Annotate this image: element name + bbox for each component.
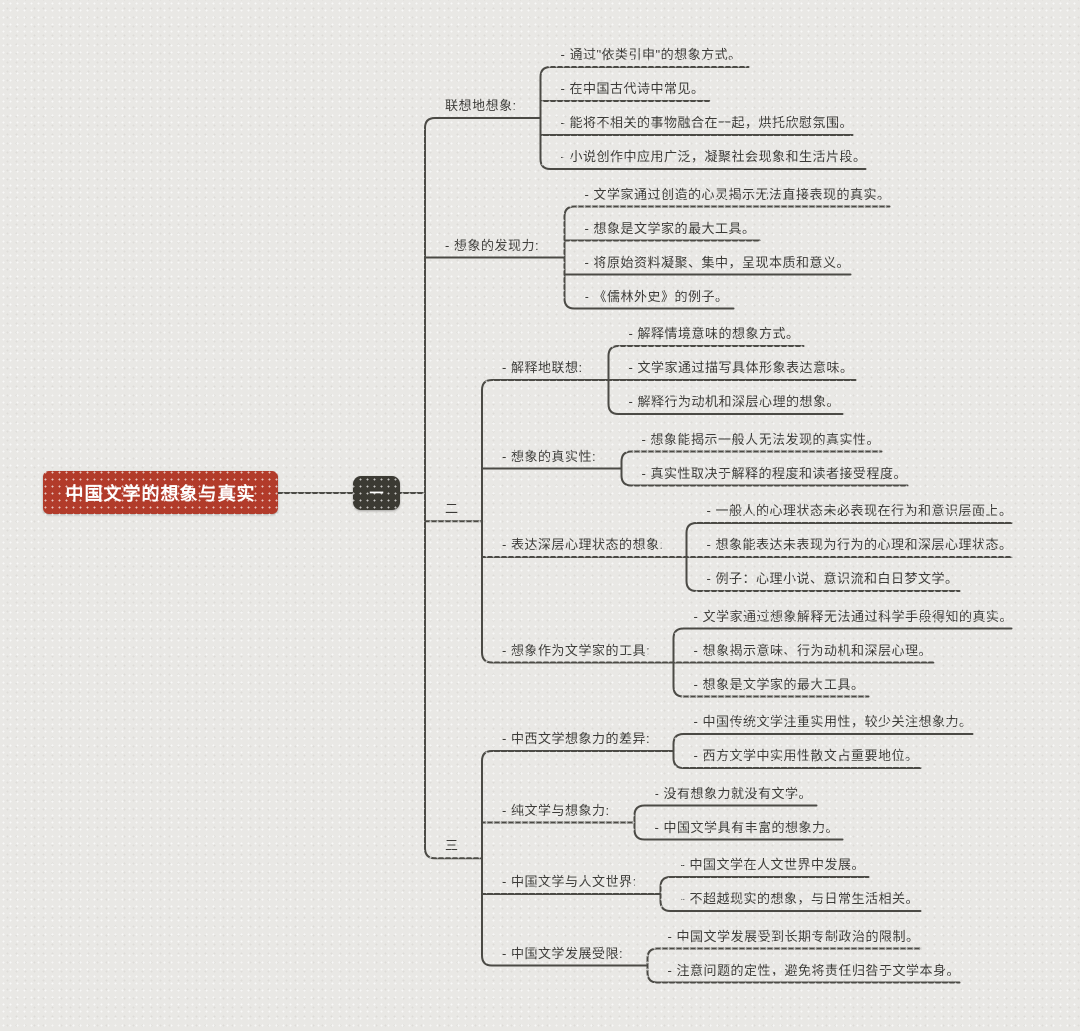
leaf-label[interactable]: - 想象能表达未表现为行为的心理和深层心理状态。 xyxy=(706,537,1013,552)
leaf-label[interactable]: - 中国文学在人文世界中发展。 xyxy=(680,857,865,872)
section-box-one[interactable]: 一 xyxy=(353,476,400,510)
branch-label[interactable]: - 想象的真实性: xyxy=(502,448,597,464)
leaf-label[interactable]: - 将原始资料凝聚、集中，呈现本质和意义。 xyxy=(584,254,850,270)
leaf-label[interactable]: - 文学家通过创造的心灵揭示无法直接表现的真实。 xyxy=(584,186,891,202)
leaf-label[interactable]: - 《儒林外史》的例子。 xyxy=(584,288,729,304)
leaf-label[interactable]: - 中国文学发展受到长期专制政治的限制。 xyxy=(667,928,920,944)
leaf-label[interactable]: - 能将不相关的事物融合在一起，烘托欣慰氛围。 xyxy=(560,115,853,130)
leaf-label[interactable]: - 例子：心理小说、意识流和白日梦文学。 xyxy=(706,571,959,586)
branch-label[interactable]: - 中西文学想象力的差异: xyxy=(502,731,651,746)
leaf-label[interactable]: - 中国文学具有丰富的想象力。 xyxy=(654,819,839,835)
leaf-label[interactable]: - 想象是文学家的最大工具。 xyxy=(584,220,756,236)
leaf-label[interactable]: - 通过"依类引申"的想象方式。 xyxy=(560,47,742,62)
section-label[interactable]: 二 xyxy=(445,501,459,517)
leaf-label[interactable]: - 注意问题的定性，避免将责任归咎于文学本身。 xyxy=(667,962,960,978)
leaf-label[interactable]: - 想象揭示意味、行为动机和深层心理。 xyxy=(693,642,932,658)
leaf-label[interactable]: - 文学家通过想象解释无法通过科学手段得知的真实。 xyxy=(693,608,1013,624)
leaf-label[interactable]: - 不超越现实的想象，与日常生活相关。 xyxy=(680,891,919,906)
leaf-label[interactable]: - 解释情境意味的想象方式。 xyxy=(628,326,800,341)
leaf-label[interactable]: - 想象能揭示一般人无法发现的真实性。 xyxy=(641,431,880,447)
leaf-label[interactable]: - 真实性取决于解释的程度和读者接受程度。 xyxy=(641,465,907,481)
branch-label[interactable]: - 中国文学与人文世界: xyxy=(502,874,637,889)
leaf-label[interactable]: - 解释行为动机和深层心理的想象。 xyxy=(628,394,840,409)
leaf-label[interactable]: - 想象是文学家的最大工具。 xyxy=(693,676,865,692)
leaf-label[interactable]: - 在中国古代诗中常见。 xyxy=(560,81,705,96)
branch-label[interactable]: - 纯文学与想象力: xyxy=(502,802,610,818)
leaf-label[interactable]: - 中国传统文学注重实用性，较少关注想象力。 xyxy=(693,714,973,729)
connector-path xyxy=(277,66,1013,984)
section-label[interactable]: 三 xyxy=(445,838,459,854)
branch-label[interactable]: - 中国文学发展受限: xyxy=(502,945,624,961)
section-label[interactable]: - 想象的发现力: xyxy=(445,237,540,253)
branch-label[interactable]: - 表达深层心理状态的想象: xyxy=(502,537,664,552)
branch-label[interactable]: - 想象作为文学家的工具: xyxy=(502,642,651,658)
branch-label[interactable]: - 解释地联想: xyxy=(502,360,583,375)
leaf-label[interactable]: - 西方文学中实用性散文占重要地位。 xyxy=(693,748,919,763)
leaf-label[interactable]: - 一般人的心理状态未必表现在行为和意识层面上。 xyxy=(706,503,1013,518)
leaf-label[interactable]: - 文学家通过描写具体形象表达意味。 xyxy=(628,360,854,375)
section-label[interactable]: 联想地想象: xyxy=(445,98,517,113)
leaf-label[interactable]: - 小说创作中应用广泛，凝聚社会现象和生活片段。 xyxy=(560,149,867,164)
leaf-label[interactable]: - 没有想象力就没有文学。 xyxy=(654,785,812,801)
root-node[interactable]: 中国文学的想象与真实 xyxy=(43,471,278,514)
